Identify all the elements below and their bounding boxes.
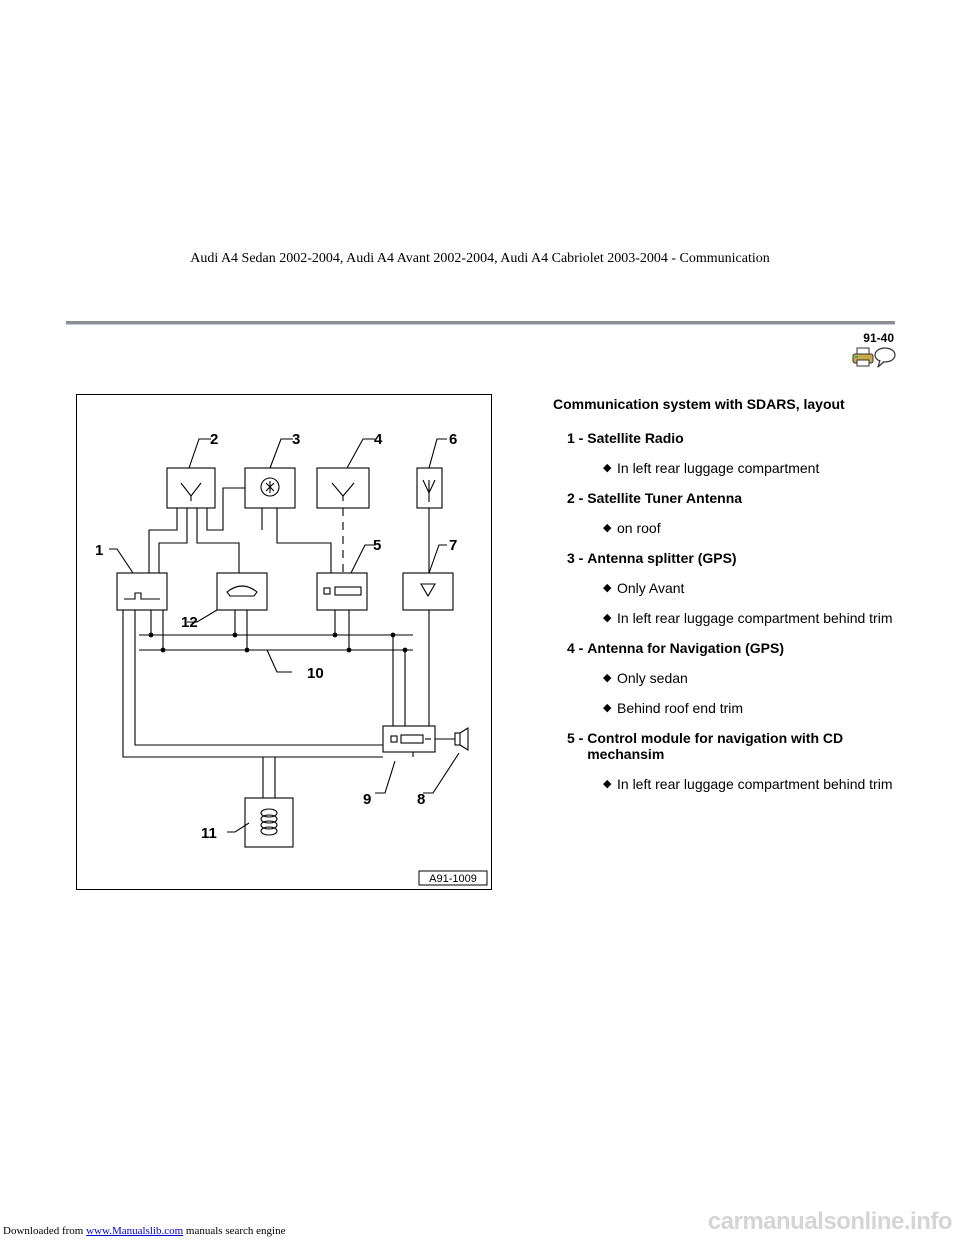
callout-6: 6	[449, 431, 457, 448]
callout-3: 3	[292, 431, 300, 448]
item-label: Antenna splitter (GPS)	[587, 550, 737, 566]
diamond-bullet-icon: ◆	[603, 702, 612, 714]
item-label: Satellite Tuner Antenna	[587, 490, 743, 506]
wiring-diagram: 2 3 4 6 1 5 7 12 10 9 8 11 A91-1009	[76, 394, 492, 890]
figure-code: A91-1009	[429, 873, 477, 885]
item-number: 2 -	[567, 490, 588, 506]
callout-8: 8	[417, 791, 425, 808]
legend: Communication system with SDARS, layout …	[553, 396, 893, 806]
legend-item: 1 - Satellite Radio ◆ In left rear luggag…	[567, 430, 893, 476]
satellite-tuner-antenna-box	[166, 467, 216, 509]
satellite-radio-box	[116, 572, 168, 611]
item-number: 4 -	[567, 640, 588, 656]
callout-12: 12	[181, 614, 198, 631]
legend-item: 2 - Satellite Tuner Antenna ◆ on roof	[567, 490, 893, 536]
item-note: Only sedan	[617, 670, 688, 686]
item-note: In left rear luggage compartment behind …	[617, 776, 893, 792]
legend-item: 3 - Antenna splitter (GPS) ◆ Only Avant ◆…	[567, 550, 893, 626]
navigation-control-module-box	[316, 572, 368, 611]
callout-2: 2	[210, 431, 218, 448]
manualslib-link[interactable]: www.Manualslib.com	[86, 1225, 184, 1237]
item-note: on roof	[617, 520, 661, 536]
item-label: Satellite Radio	[587, 430, 684, 446]
diamond-bullet-icon: ◆	[603, 462, 612, 474]
document-title: Audi A4 Sedan 2002-2004, Audi A4 Avant 2…	[190, 251, 770, 266]
diamond-bullet-icon: ◆	[603, 672, 612, 684]
diamond-bullet-icon: ◆	[603, 522, 612, 534]
legend-item: 5 - Control module for navigation with C…	[567, 730, 893, 792]
item-number: 5 -	[567, 730, 588, 746]
header-divider	[66, 321, 895, 325]
diamond-bullet-icon: ◆	[603, 612, 612, 624]
callout-4: 4	[374, 431, 383, 448]
item-note: In left rear luggage compartment	[617, 460, 820, 476]
item-note: Only Avant	[617, 580, 685, 596]
item-number: 3 -	[567, 550, 588, 566]
telephone-module-box	[216, 572, 268, 611]
item-label: Control module for navigation with CD me…	[587, 730, 844, 762]
footer-prefix: Downloaded from	[3, 1225, 87, 1237]
callout-5: 5	[373, 537, 381, 554]
download-source: Downloaded from www.Manualslib.com manua…	[3, 1225, 285, 1237]
watermark: carmanualsonline.info	[707, 1208, 953, 1235]
diamond-bullet-icon: ◆	[603, 582, 612, 594]
diamond-bullet-icon: ◆	[603, 778, 612, 790]
item-number: 1 -	[567, 430, 588, 446]
callout-10: 10	[307, 665, 324, 682]
callout-11: 11	[201, 825, 217, 842]
callout-7: 7	[449, 537, 457, 554]
cd-changer-box	[244, 797, 294, 848]
comment-icon[interactable]	[874, 347, 896, 368]
page-number: 91-40	[863, 331, 894, 345]
item-label: Antenna for Navigation (GPS)	[587, 640, 785, 656]
legend-title: Communication system with SDARS, layout	[553, 396, 845, 412]
amplifier-box	[402, 572, 454, 611]
toolbar-icons	[851, 346, 897, 370]
print-icon[interactable]	[852, 347, 874, 367]
footer-suffix: manuals search engine	[183, 1225, 286, 1237]
navigation-antenna-box	[316, 467, 370, 509]
callout-1: 1	[95, 542, 103, 559]
legend-item: 4 - Antenna for Navigation (GPS) ◆ Only s…	[567, 640, 893, 716]
callout-9: 9	[363, 791, 371, 808]
item-note: In left rear luggage compartment behind …	[617, 610, 893, 626]
item-note: Behind roof end trim	[617, 700, 744, 716]
